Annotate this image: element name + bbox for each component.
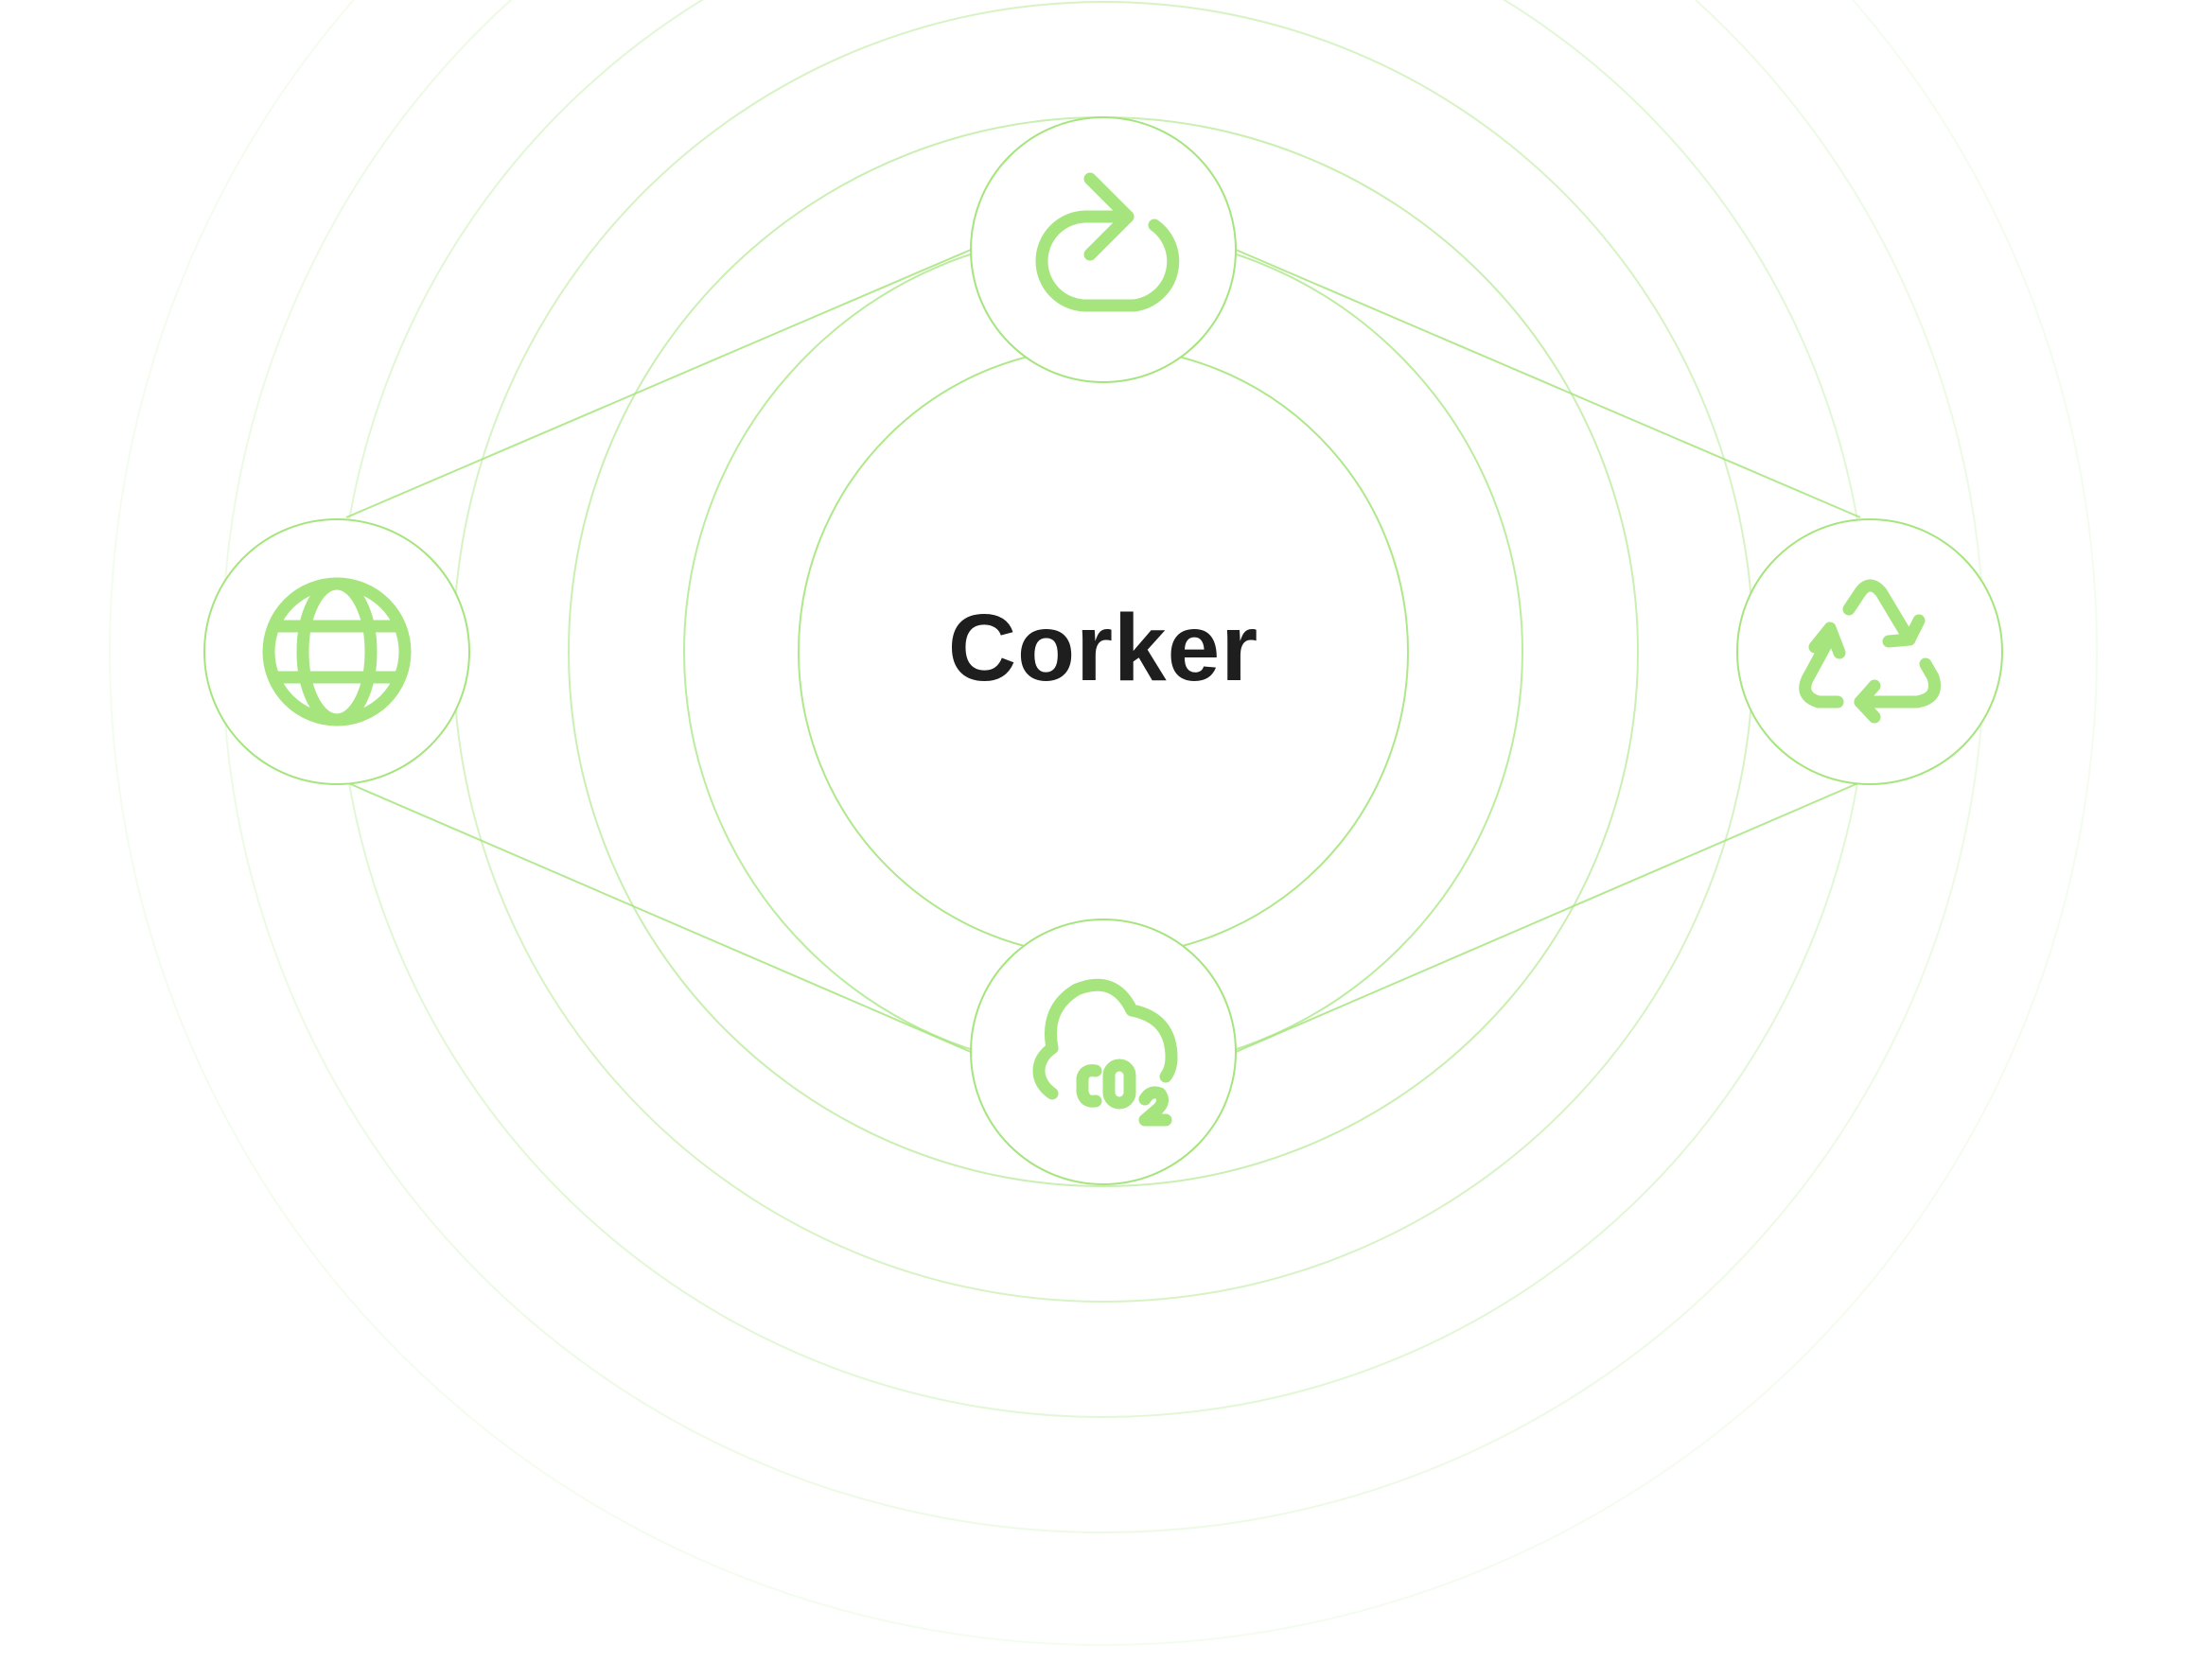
ring-7 [109, 0, 2098, 1646]
globe-icon [262, 577, 412, 726]
connector-lines [345, 249, 1861, 1053]
co2-cloud-icon [1032, 978, 1178, 1127]
center-title: Corker [948, 595, 1258, 701]
connector-left-top [345, 249, 972, 518]
node-bottom [970, 919, 1237, 1185]
node-left [203, 518, 470, 785]
connector-bottom-right [1235, 781, 1861, 1053]
node-right [1736, 518, 2003, 785]
connector-top-right [1235, 249, 1861, 518]
reuse-loop-arrow-icon [1035, 172, 1180, 312]
connector-left-bottom [345, 781, 972, 1053]
recycle-icon [1799, 579, 1942, 724]
